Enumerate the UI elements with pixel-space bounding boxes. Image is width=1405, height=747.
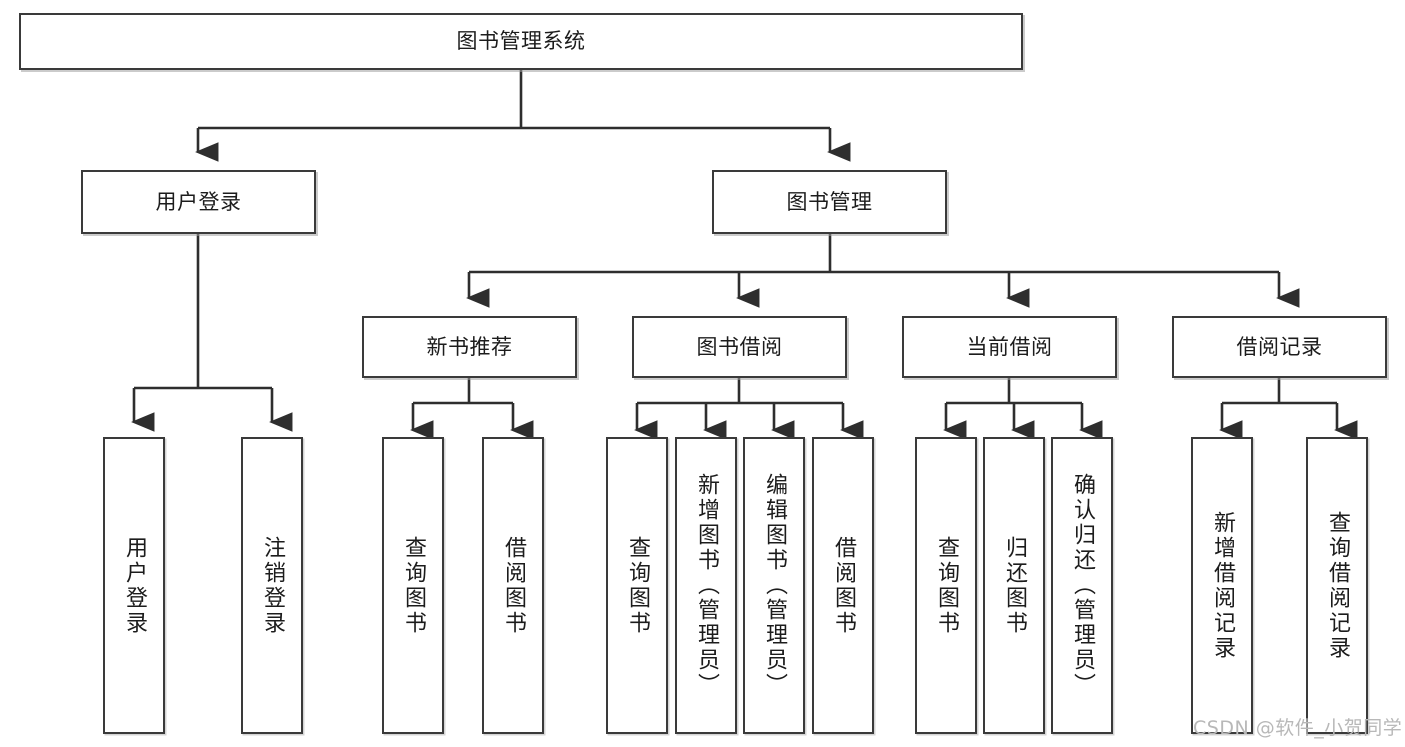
node-leaf-user-logout[interactable]: 注销登录 — [241, 437, 303, 734]
node-book-management[interactable]: 图书管理 — [712, 170, 947, 234]
node-leaf-user-logout-label: 注销登录 — [260, 535, 285, 636]
node-book-borrow-label: 图书借阅 — [696, 334, 783, 359]
node-current-borrow[interactable]: 当前借阅 — [902, 316, 1117, 378]
node-leaf-add-book-label: 新增图书（管理员） — [694, 473, 719, 698]
node-leaf-add-record[interactable]: 新增借阅记录 — [1191, 437, 1253, 734]
node-current-borrow-label: 当前借阅 — [966, 334, 1053, 359]
watermark-text: CSDN @软件_小贺同学 — [1193, 717, 1403, 739]
node-leaf-borrow-book-2-label: 借阅图书 — [831, 535, 856, 636]
node-leaf-add-record-label: 新增借阅记录 — [1210, 510, 1235, 661]
node-leaf-return-book-label: 归还图书 — [1002, 535, 1027, 636]
node-root-label: 图书管理系统 — [456, 29, 586, 54]
node-new-book-recommend[interactable]: 新书推荐 — [362, 316, 577, 378]
node-leaf-query-book-2-label: 查询图书 — [625, 535, 650, 636]
node-leaf-return-book[interactable]: 归还图书 — [983, 437, 1045, 734]
node-leaf-borrow-book-1-label: 借阅图书 — [501, 535, 526, 636]
node-new-book-recommend-label: 新书推荐 — [426, 334, 513, 359]
node-leaf-query-book-3[interactable]: 查询图书 — [915, 437, 977, 734]
node-user-login-label: 用户登录 — [155, 189, 242, 214]
node-leaf-edit-book[interactable]: 编辑图书（管理员） — [743, 437, 805, 734]
node-book-borrow[interactable]: 图书借阅 — [632, 316, 847, 378]
node-borrow-record-label: 借阅记录 — [1236, 334, 1323, 359]
node-leaf-query-book-1-label: 查询图书 — [401, 535, 426, 636]
node-leaf-query-book-2[interactable]: 查询图书 — [606, 437, 668, 734]
node-leaf-user-login-label: 用户登录 — [122, 535, 147, 636]
node-leaf-user-login[interactable]: 用户登录 — [103, 437, 165, 734]
node-leaf-edit-book-label: 编辑图书（管理员） — [762, 473, 787, 698]
node-leaf-add-book[interactable]: 新增图书（管理员） — [675, 437, 737, 734]
node-leaf-confirm-return[interactable]: 确认归还（管理员） — [1051, 437, 1113, 734]
node-user-login[interactable]: 用户登录 — [81, 170, 316, 234]
node-leaf-query-record[interactable]: 查询借阅记录 — [1306, 437, 1368, 734]
node-leaf-query-book-3-label: 查询图书 — [934, 535, 959, 636]
node-leaf-query-record-label: 查询借阅记录 — [1325, 510, 1350, 661]
node-leaf-query-book-1[interactable]: 查询图书 — [382, 437, 444, 734]
node-book-management-label: 图书管理 — [786, 189, 873, 214]
node-root[interactable]: 图书管理系统 — [19, 13, 1023, 70]
node-leaf-confirm-return-label: 确认归还（管理员） — [1070, 473, 1095, 698]
node-leaf-borrow-book-2[interactable]: 借阅图书 — [812, 437, 874, 734]
node-leaf-borrow-book-1[interactable]: 借阅图书 — [482, 437, 544, 734]
node-borrow-record[interactable]: 借阅记录 — [1172, 316, 1387, 378]
